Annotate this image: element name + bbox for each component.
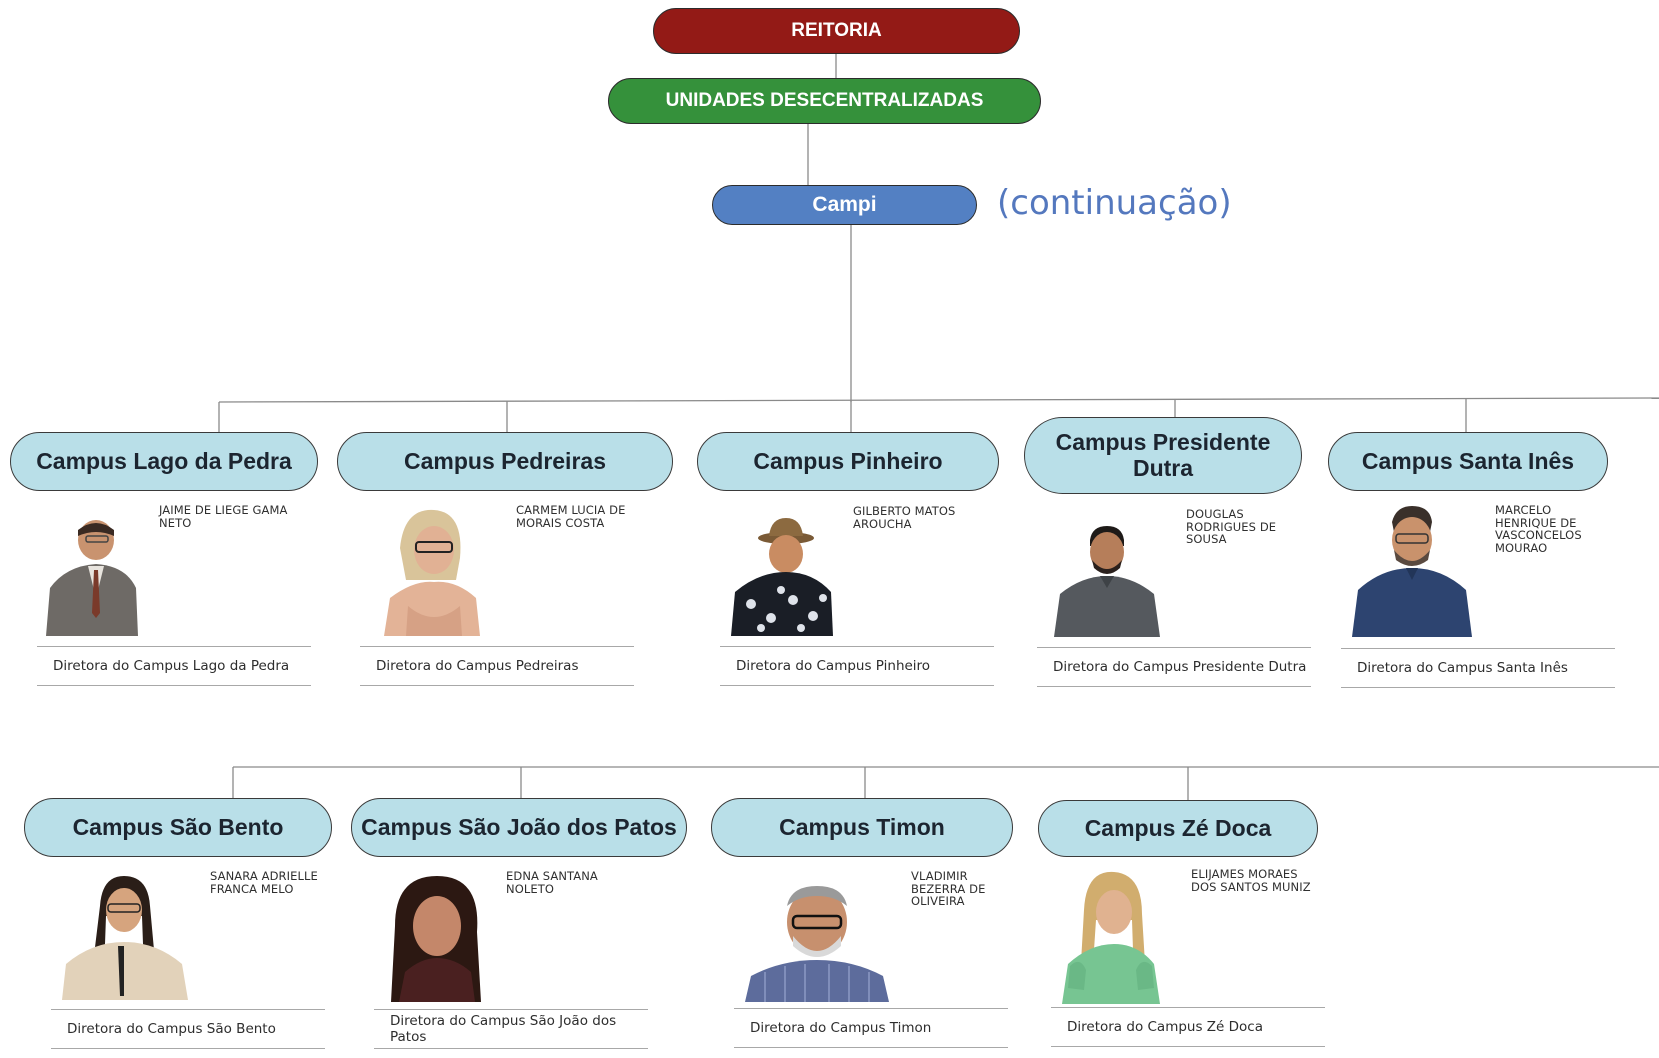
role-label: Diretora do Campus Pedreiras (360, 646, 634, 686)
campus-box-sao-bento: Campus São Bento (24, 798, 332, 857)
director-photo (731, 518, 833, 636)
director-name: DOUGLAS RODRIGUES DE SOUSA (1186, 507, 1277, 546)
role-label: Diretora do Campus Presidente Dutra (1037, 647, 1311, 687)
campus-box-sao-joao-dos-patos: Campus São João dos Patos (351, 798, 687, 857)
director-photo (1062, 871, 1160, 1004)
campus-title: Campus Presidente Dutra (1055, 429, 1271, 481)
unidades-label: UNIDADES DESECENTRALIZADAS (665, 90, 984, 111)
campi-box: Campi (712, 185, 977, 225)
role-label: Diretora do Campus São Bento (51, 1009, 325, 1049)
reitoria-box: REITORIA (653, 8, 1020, 54)
campi-label: Campi (812, 193, 877, 216)
campus-box-ze-doca: Campus Zé Doca (1038, 800, 1318, 857)
campus-title: Campus São João dos Patos (361, 813, 677, 840)
director-photo (1054, 526, 1160, 637)
director-photo (391, 876, 481, 1002)
director-name: ELIJAMES MORAES DOS SANTOS MUNIZ (1191, 867, 1311, 894)
continuacao-text: (continuação) (997, 183, 1232, 223)
director-name: JAIME DE LIEGE GAMA NETO (159, 503, 288, 530)
director-name: VLADIMIR BEZERRA DE OLIVEIRA (911, 869, 986, 908)
campus-title: Campus Pedreiras (404, 447, 606, 474)
director-name: GILBERTO MATOS AROUCHA (853, 504, 956, 531)
campus-title: Campus Pinheiro (753, 447, 943, 474)
campus-title: Campus Santa Inês (1361, 447, 1575, 474)
director-name: SANARA ADRIELLE FRANCA MELO (210, 869, 318, 896)
campus-box-santa-ines: Campus Santa Inês (1328, 432, 1608, 491)
campus-box-timon: Campus Timon (711, 798, 1013, 857)
director-name: MARCELO HENRIQUE DE VASCONCELOS MOURAO (1495, 503, 1582, 555)
director-photo (384, 509, 480, 636)
campus-title: Campus São Bento (72, 813, 284, 840)
director-photo (62, 876, 188, 1000)
campus-title: Campus Timon (779, 813, 945, 840)
director-name: EDNA SANTANA NOLETO (506, 869, 598, 896)
role-label: Diretora do Campus São João dos Patos (374, 1009, 648, 1049)
director-photo (1352, 506, 1472, 637)
campus-title: Campus Zé Doca (1084, 814, 1272, 841)
role-label: Diretora do Campus Santa Inês (1341, 648, 1615, 688)
role-label: Diretora do Campus Zé Doca (1051, 1007, 1325, 1047)
role-label: Diretora do Campus Pinheiro (720, 646, 994, 686)
role-label: Diretora do Campus Lago da Pedra (37, 646, 311, 686)
campus-box-presidente-dutra: Campus Presidente Dutra (1024, 417, 1302, 494)
campus-title: Campus Lago da Pedra (36, 447, 292, 474)
director-photo (46, 520, 138, 636)
director-name: CARMEM LUCIA DE MORAIS COSTA (516, 503, 626, 530)
role-label: Diretora do Campus Timon (734, 1008, 1008, 1048)
campus-box-pedreiras: Campus Pedreiras (337, 432, 673, 491)
director-photo (745, 886, 889, 1002)
unidades-box: UNIDADES DESECENTRALIZADAS (608, 78, 1041, 124)
reitoria-label: REITORIA (791, 20, 882, 41)
campus-box-pinheiro: Campus Pinheiro (697, 432, 999, 491)
campus-box-lago-da-pedra: Campus Lago da Pedra (10, 432, 318, 491)
